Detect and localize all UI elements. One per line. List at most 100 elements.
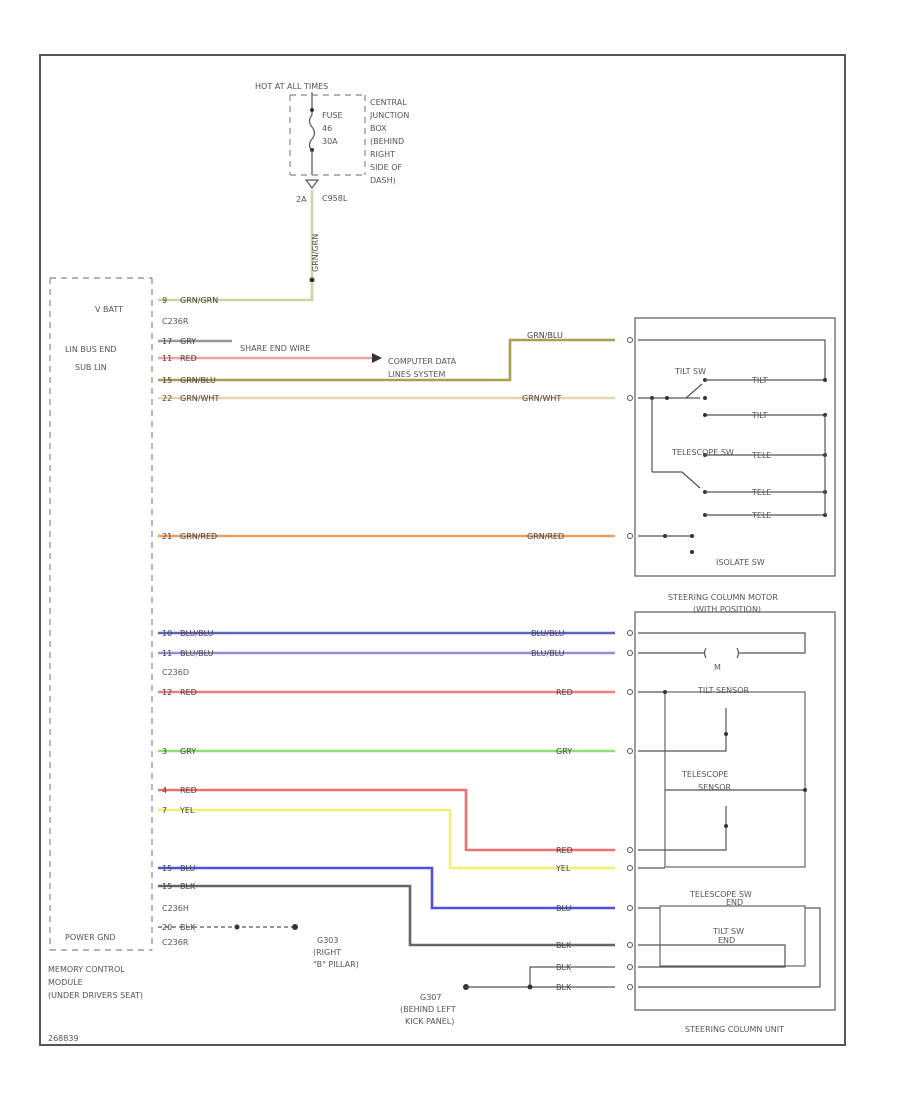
hot-label: HOT AT ALL TIMES [255, 82, 328, 91]
right-pins [627, 337, 633, 990]
wire-4-pin: 15 [162, 376, 172, 385]
module-lin-2: SUB LIN [75, 363, 107, 372]
motor-brushes [703, 647, 740, 659]
diagram-id: 268839 [48, 1034, 79, 1043]
wire-14-right: BLK [556, 941, 572, 950]
wire-9-right: RED [556, 688, 573, 697]
wire-12-color: YEL [179, 806, 195, 815]
fuse-symbol [308, 114, 316, 152]
cjb-label-7: DASH) [370, 176, 396, 185]
ground-splice-1 [234, 924, 240, 930]
module-vbatt: V BATT [95, 305, 123, 314]
sensor-node-4 [724, 824, 728, 828]
ground-1-label-1: G303 [317, 936, 338, 945]
cds-label-1: COMPUTER DATA [388, 357, 457, 366]
module-name-2: MODULE [48, 978, 83, 987]
cjb-label-3: BOX [370, 124, 387, 133]
wire-blu [158, 866, 615, 910]
tilt-switch-label: TILT SW [674, 367, 706, 376]
module-power-gnd: POWER GND [65, 933, 116, 942]
wire-7-color: BLU/BLU [180, 629, 214, 638]
wire-red-2 [158, 788, 615, 852]
wire-15-color: BLK [180, 923, 196, 932]
sensor-node-3 [803, 788, 807, 792]
wire-4-right: GRN/BLU [527, 331, 563, 340]
wire-11-pin: 4 [162, 786, 167, 795]
wire-6-color: GRN/RED [180, 532, 217, 541]
module-connector-2: C236D [162, 668, 189, 677]
pin-r10 [627, 905, 633, 911]
wire-13-pin: 15 [162, 864, 172, 873]
module-connector-4: C236R [162, 938, 189, 947]
connector-symbol [304, 179, 320, 189]
isolate-switch-label: ISOLATE SW [716, 558, 765, 567]
motor-letter: M [714, 663, 721, 672]
ground-2-label-3: KICK PANEL) [405, 1017, 454, 1026]
wire-5-right: GRN/WHT [522, 394, 561, 403]
cjb-label-4: (BEHIND [370, 137, 404, 146]
ground-1-label-2: (RIGHT [313, 948, 341, 957]
tele-sensor-2: SENSOR [698, 783, 731, 792]
wire-1-color: GRN/GRN [180, 296, 218, 305]
tele-sw2-pos: END [726, 898, 743, 907]
switch-feed [638, 339, 826, 380]
isolate-node [663, 534, 667, 538]
wire-15-pin: 20 [162, 923, 172, 932]
pin-r8 [627, 847, 633, 853]
module-name-1: MEMORY CONTROL [48, 965, 125, 974]
wire-6-pin: 21 [162, 532, 172, 541]
ground-2-splice [527, 984, 533, 990]
tilt-contact-mid [703, 396, 707, 400]
sensor-node-2 [724, 732, 728, 736]
tilt-end-1 [823, 378, 827, 382]
wire-13-right: BLU [556, 904, 572, 913]
tele-sensor-1: TELESCOPE [681, 770, 728, 779]
wire-9-color: RED [180, 688, 197, 697]
wire-14-color: BLK [180, 882, 196, 891]
isolate-contact-1 [690, 534, 694, 538]
shared-label: SHARE END WIRE [240, 344, 310, 353]
cjb-label-1: CENTRAL [370, 98, 407, 107]
end-switch-return [638, 907, 821, 988]
wire-blk-ground-branch [529, 966, 615, 987]
tele-sw2-label: TELESCOPE SW [689, 890, 752, 899]
wire-10-color: GRY [180, 747, 196, 756]
end-switch-lead-2 [638, 944, 786, 968]
wire-1-pin: 9 [162, 296, 167, 305]
pin-r3 [627, 533, 633, 539]
module-name-3: (UNDER DRIVERS SEAT) [48, 991, 143, 1000]
ground-2-label-1: G307 [420, 993, 441, 1002]
pin-r2 [627, 395, 633, 401]
wire-12-pin: 7 [162, 806, 167, 815]
tele-blade [681, 471, 701, 489]
pin-r5 [627, 650, 633, 656]
sensor-node-1 [663, 690, 667, 694]
ground-1-label-3: "B" PILLAR) [313, 960, 359, 969]
feed-wire-color: GRN/GRN [311, 234, 320, 272]
shared-arrow [372, 353, 382, 363]
wire-4-color: GRN/BLU [180, 376, 216, 385]
connector-pin: 2A [296, 195, 307, 204]
tilt-sw2-pos: END [718, 936, 735, 945]
wire-6-right: GRN/RED [527, 532, 564, 541]
wire-yel [158, 808, 615, 870]
wire-blk-1 [158, 884, 615, 947]
module-connector-1: C236R [162, 317, 189, 326]
cds-label-2: LINES SYSTEM [388, 370, 445, 379]
feed-splice [309, 277, 315, 283]
wire-2-pin: 17 [162, 337, 172, 346]
pin-r11 [627, 942, 633, 948]
steering-unit-label: STEERING COLUMN UNIT [685, 1025, 784, 1034]
wire-11-color: RED [180, 786, 197, 795]
wire-11-right: RED [556, 846, 573, 855]
tilt-sw2-label: TILT SW [712, 927, 744, 936]
ground-1-node [292, 924, 298, 930]
pin-r9 [627, 865, 633, 871]
module-connector-3: C236H [162, 904, 189, 913]
cjb-label-6: SIDE OF [370, 163, 402, 172]
cjb-label-5: RIGHT [370, 150, 395, 159]
tilt-contact-down [703, 413, 707, 417]
sensor-lead-gry [638, 708, 727, 752]
pin-r1 [627, 337, 633, 343]
